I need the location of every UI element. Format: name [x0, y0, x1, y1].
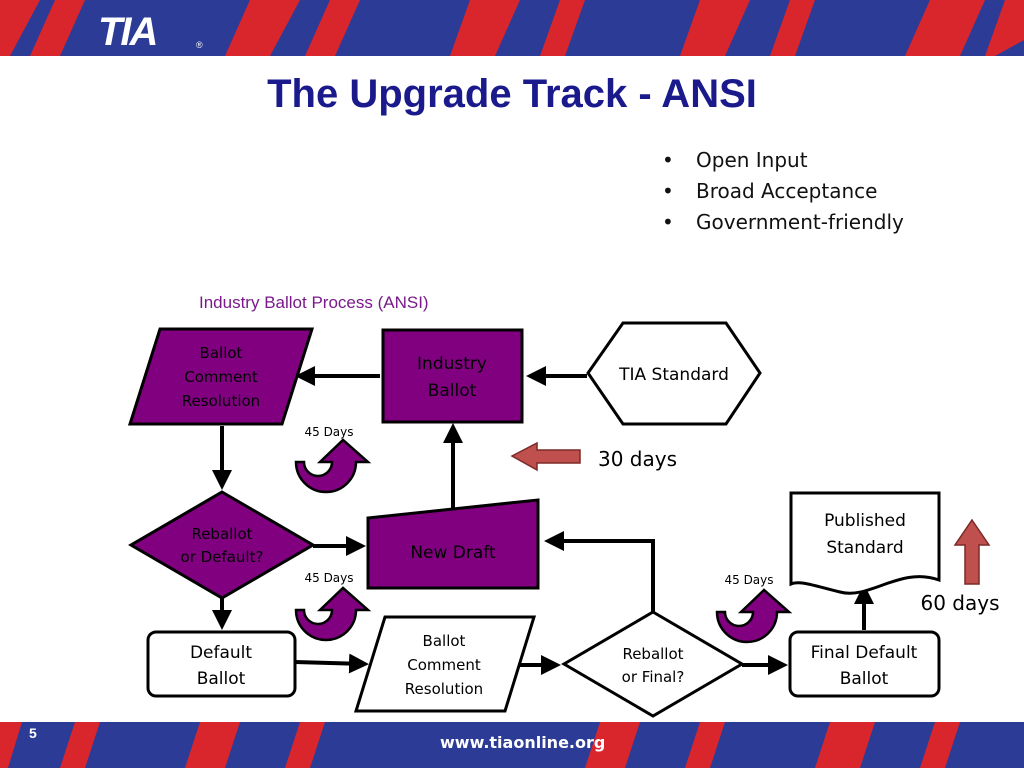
left-arrow-icon: [510, 441, 581, 472]
node-label: New Draft: [410, 543, 496, 563]
loop-arrow-icon: [294, 586, 372, 642]
node-label: Final Default: [811, 643, 918, 663]
loop-arrow-icon: [715, 588, 793, 644]
up-arrow-icon: [953, 518, 991, 585]
diagram-subtitle: Industry Ballot Process (ANSI): [199, 293, 429, 312]
loop-arrow-icon: [294, 438, 372, 494]
page-number: 5: [29, 725, 37, 741]
node-new-draft: New Draft: [366, 498, 540, 590]
node-final-default-ballot: Final Default Ballot: [788, 630, 941, 698]
node-label: Reballot: [191, 525, 252, 543]
bullet-item: Broad Acceptance: [662, 177, 904, 208]
node-industry-ballot: Industry Ballot: [381, 328, 524, 424]
node-label: Ballot: [200, 344, 243, 362]
node-reballot-or-default: Reballot or Default?: [128, 490, 316, 600]
bullet-item: Open Input: [662, 146, 904, 177]
node-label: Standard: [826, 538, 903, 558]
bullet-item: Government-friendly: [662, 208, 904, 239]
node-label: or Default?: [181, 548, 264, 566]
node-label: Comment: [184, 368, 258, 386]
days-60-label: 60 days: [920, 591, 999, 615]
node-label: or Final?: [622, 668, 685, 686]
node-tia-standard: TIA Standard: [586, 321, 762, 426]
days-30-label: 30 days: [598, 447, 677, 471]
days-45-label-middle: 45 Days: [304, 571, 353, 585]
footer-url: www.tiaonline.org: [440, 733, 606, 752]
page-title: The Upgrade Track - ANSI: [267, 72, 757, 116]
node-label: Industry: [417, 354, 487, 374]
footer-band: [0, 722, 1024, 768]
connector-default-to-bcr: [294, 653, 369, 674]
days-45-label-top: 45 Days: [304, 425, 353, 439]
node-label: Reballot: [622, 645, 683, 663]
node-reballot-or-final: Reballot or Final?: [561, 610, 745, 718]
node-label: Ballot: [428, 381, 477, 401]
node-label: Ballot: [423, 632, 466, 650]
bullet-list: Open Input Broad Acceptance Government-f…: [662, 146, 904, 239]
connector-final-decision-to-newdraft: [544, 531, 655, 612]
node-ballot-comment-resolution-bottom: Ballot Comment Resolution: [353, 615, 537, 713]
days-45-label-right: 45 Days: [724, 573, 773, 587]
tia-logo-mark: ®: [196, 40, 203, 50]
node-ballot-comment-resolution-top: Ballot Comment Resolution: [127, 327, 315, 426]
header-band: [0, 0, 1024, 56]
node-label: Ballot: [840, 669, 889, 689]
tia-logo: TIA: [98, 10, 158, 54]
node-label: Default: [190, 643, 252, 663]
node-label: Resolution: [405, 680, 483, 698]
node-default-ballot: Default Ballot: [146, 630, 297, 698]
node-label: TIA Standard: [618, 365, 729, 385]
node-published-standard: Published Standard: [789, 491, 941, 595]
node-label: Comment: [407, 656, 481, 674]
node-label: Ballot: [197, 669, 246, 689]
node-label: Resolution: [182, 392, 260, 410]
node-label: Published: [824, 511, 906, 531]
